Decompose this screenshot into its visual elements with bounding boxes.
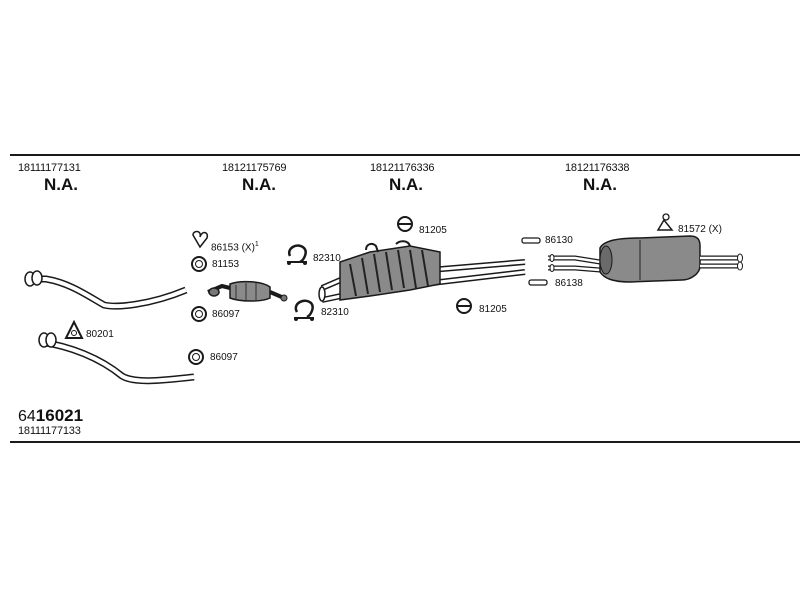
callout-86097-upper: 86097 <box>212 309 240 320</box>
front-silencer <box>207 280 288 302</box>
callout-82310-lower: 82310 <box>321 307 349 318</box>
front-pipe-lower <box>38 332 195 385</box>
column-4-part-number: 18121176338 <box>565 162 630 174</box>
top-rule <box>10 154 800 156</box>
ring-86097-upper-icon <box>191 306 207 322</box>
ring-86097-lower-icon <box>188 349 204 365</box>
kit-prefix: 64 <box>18 408 36 425</box>
kit-number: 6416021 <box>18 407 83 426</box>
callout-86153-text: 86153 (X) <box>211 242 255 254</box>
callout-82310-upper: 82310 <box>313 253 341 264</box>
callout-86153: 86153 (X)1 <box>211 239 259 253</box>
footer-part-number: 18111177133 <box>18 425 81 437</box>
column-1-status: N.A. <box>44 175 78 194</box>
gasket-triangle-icon <box>64 319 84 339</box>
clamp-86130-icon <box>521 237 541 244</box>
front-pipe-upper <box>24 270 188 310</box>
column-4-status: N.A. <box>583 175 617 194</box>
callout-86130: 86130 <box>545 235 573 246</box>
hanger-81205-lower-icon <box>456 298 472 314</box>
clamp-82310-lower-icon <box>294 299 314 321</box>
clamp-86138-icon <box>528 279 548 286</box>
callout-81205-lower: 81205 <box>479 304 507 315</box>
center-silencer <box>318 240 526 303</box>
hanger-81572-icon <box>656 213 674 231</box>
clamp-82310-upper-icon <box>287 244 307 265</box>
callout-86153-footnote: 1 <box>254 241 259 248</box>
ring-81153-icon <box>191 256 207 272</box>
callout-81153: 81153 <box>212 259 240 270</box>
bottom-rule <box>10 441 800 443</box>
gasket-heart-icon <box>192 230 209 249</box>
column-2-part-number: 18121175769 <box>222 162 287 174</box>
callout-81205-upper: 81205 <box>419 225 447 236</box>
callout-80201: 80201 <box>86 329 114 340</box>
callout-86138: 86138 <box>555 278 583 289</box>
column-1-part-number: 18111177131 <box>18 162 81 174</box>
callout-81572: 81572 (X) <box>678 224 722 235</box>
rear-silencer <box>548 235 743 283</box>
callout-86097-lower: 86097 <box>210 352 238 363</box>
column-3-part-number: 18121176336 <box>370 162 435 174</box>
column-2-status: N.A. <box>242 175 276 194</box>
kit-number-main: 16021 <box>35 406 84 425</box>
column-3-status: N.A. <box>389 175 423 194</box>
hanger-81205-upper-icon <box>397 216 413 232</box>
